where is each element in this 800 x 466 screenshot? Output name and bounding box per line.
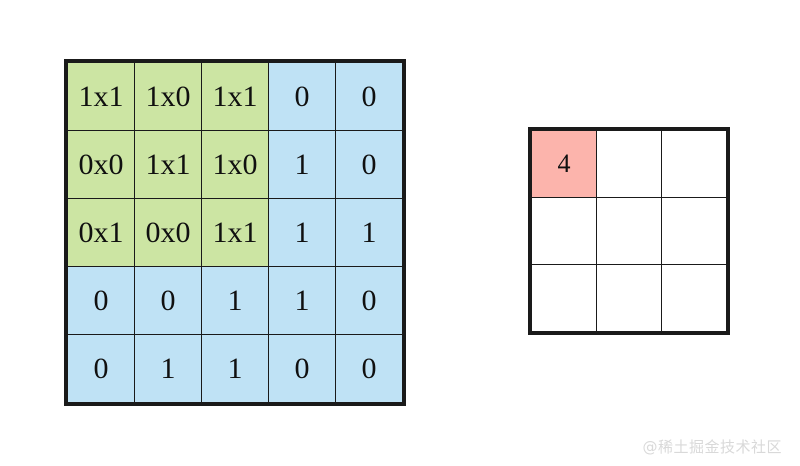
output-matrix-table: 4 bbox=[531, 130, 727, 332]
output-matrix: 4 bbox=[528, 127, 730, 335]
input-cell-r2-c4: 1 bbox=[268, 130, 336, 199]
input-cell-r4-c2: 0 bbox=[134, 266, 202, 335]
input-cell-r3-c1: 0x1 bbox=[67, 198, 135, 267]
output-cell-row bbox=[531, 197, 727, 265]
input-cell-r3-c4: 1 bbox=[268, 198, 336, 267]
input-cell-r1-c4: 0 bbox=[268, 62, 336, 131]
output-cell-r1-c3 bbox=[661, 130, 727, 198]
output-cell-r2-c2 bbox=[596, 197, 662, 265]
output-cell-r2-c1 bbox=[531, 197, 597, 265]
input-cell-r4-c4: 1 bbox=[268, 266, 336, 335]
input-cell-r5-c4: 0 bbox=[268, 334, 336, 403]
input-cell-r1-c2: 1x0 bbox=[134, 62, 202, 131]
input-cell-r5-c5: 0 bbox=[335, 334, 403, 403]
input-cell-r4-c5: 0 bbox=[335, 266, 403, 335]
input-cell-r1-c1: 1x1 bbox=[67, 62, 135, 131]
input-cell-r2-c3: 1x0 bbox=[201, 130, 269, 199]
output-cell-row: 4 bbox=[531, 130, 727, 198]
output-cell-r1-c2 bbox=[596, 130, 662, 198]
watermark-label: @稀土掘金技术社区 bbox=[642, 438, 782, 456]
output-cell-row bbox=[531, 264, 727, 332]
output-cell-r3-c3 bbox=[661, 264, 727, 332]
input-cell-r3-c5: 1 bbox=[335, 198, 403, 267]
input-cell-r2-c2: 1x1 bbox=[134, 130, 202, 199]
output-matrix-body: 4 bbox=[531, 130, 727, 332]
output-cell-r1-c1: 4 bbox=[531, 130, 597, 198]
input-cell-r5-c2: 1 bbox=[134, 334, 202, 403]
output-cell-r3-c2 bbox=[596, 264, 662, 332]
input-cell-r4-c3: 1 bbox=[201, 266, 269, 335]
input-cell-r4-c1: 0 bbox=[67, 266, 135, 335]
input-cell-r1-c3: 1x1 bbox=[201, 62, 269, 131]
output-cell-r2-c3 bbox=[661, 197, 727, 265]
input-cell-r2-c1: 0x0 bbox=[67, 130, 135, 199]
input-cell-r3-c2: 0x0 bbox=[134, 198, 202, 267]
input-cell-r2-c5: 0 bbox=[335, 130, 403, 199]
input-cell-r1-c5: 0 bbox=[335, 62, 403, 131]
output-cell-r3-c1 bbox=[531, 264, 597, 332]
input-cell-r3-c3: 1x1 bbox=[201, 198, 269, 267]
input-cell-r5-c3: 1 bbox=[201, 334, 269, 403]
input-cell-r5-c1: 0 bbox=[67, 334, 135, 403]
